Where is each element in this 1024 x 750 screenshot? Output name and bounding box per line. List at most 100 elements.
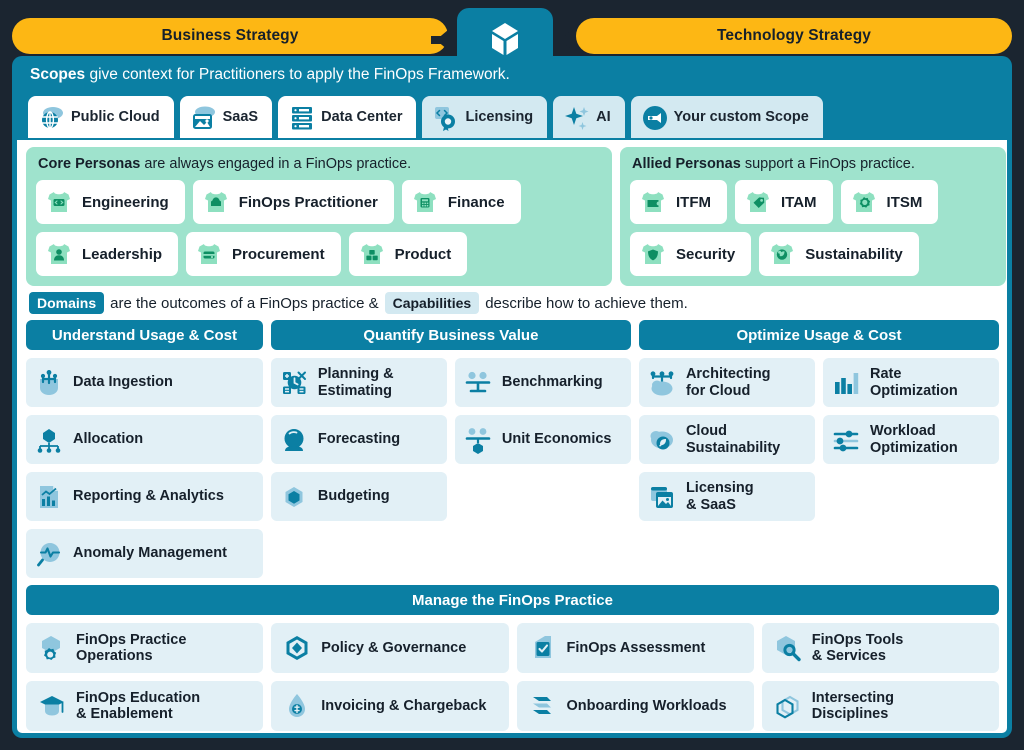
capability-label: Unit Economics (501, 431, 612, 448)
scopes-panel: Scopes give context for Practitioners to… (12, 56, 1012, 140)
capability-rate-optimization[interactable]: Rate Optimization (822, 358, 999, 407)
persona-itfm[interactable]: ITFM (630, 180, 727, 224)
scope-tab-label: Data Center (321, 109, 403, 125)
capability-finops-tools-services[interactable]: FinOps Tools & Services (761, 623, 999, 673)
persona-label: ITSM (886, 193, 923, 211)
capability-label: Planning & Estimating (317, 366, 394, 399)
capability-label: FinOps Practice Operations (76, 631, 187, 664)
policy-governance-icon (283, 634, 311, 662)
domain-title: Optimize Usage & Cost (638, 320, 999, 350)
capability-budgeting[interactable]: Budgeting (270, 472, 447, 521)
tshirt-leaf-icon (768, 240, 796, 268)
capability-label: Onboarding Workloads (566, 697, 727, 714)
anomaly-management-icon (35, 540, 63, 568)
tshirt-tag-icon (744, 188, 772, 216)
persona-label: Security (676, 245, 736, 263)
capability-finops-assessment[interactable]: FinOps Assessment (516, 623, 754, 673)
scopes-caption: Scopes give context for Practitioners to… (30, 66, 510, 84)
capability-label: Policy & Governance (321, 639, 467, 656)
architecting-cloud-icon (648, 369, 676, 397)
core-personas-caption: Core Personas are always engaged in a Fi… (38, 156, 600, 172)
capability-label: FinOps Assessment (566, 639, 706, 656)
capability-finops-education-enablement[interactable]: FinOps Education & Enablement (26, 681, 264, 731)
capability-finops-practice-operations[interactable]: FinOps Practice Operations (26, 623, 264, 673)
core-personas-caption-rest: are always engaged in a FinOps practice. (140, 156, 412, 172)
persona-finance[interactable]: Finance (401, 180, 521, 224)
tshirt-calculator-icon (411, 188, 439, 216)
capability-label: FinOps Education & Enablement (76, 689, 201, 722)
capability-label: Cloud Sustainability (685, 423, 781, 456)
allied-personas-list: ITFM ITAM ITSM Security Sustainability (630, 180, 996, 276)
persona-engineering[interactable]: Engineering (36, 180, 185, 224)
persona-sustainability[interactable]: Sustainability (759, 232, 919, 276)
persona-security[interactable]: Security (630, 232, 752, 276)
manage-practice-section: Manage the FinOps Practice FinOps Practi… (26, 585, 999, 731)
capability-invoicing-chargeback[interactable]: Invoicing & Chargeback (271, 681, 509, 731)
benchmarking-icon (464, 369, 492, 397)
capability-label: Architecting for Cloud (685, 366, 771, 399)
scope-tab-data-center[interactable]: Data Center (278, 96, 417, 138)
persona-finops-practitioner[interactable]: FinOps Practitioner (192, 180, 394, 224)
allied-personas-caption-rest: support a FinOps practice. (740, 156, 915, 172)
capability-label: Intersecting Disciplines (811, 689, 894, 722)
capability-onboarding-workloads[interactable]: Onboarding Workloads (516, 681, 754, 731)
framework-body: Core Personas are always engaged in a Fi… (12, 140, 1012, 738)
persona-label: Engineering (82, 193, 169, 211)
capability-cloud-sustainability[interactable]: Cloud Sustainability (638, 415, 815, 464)
intersecting-disciplines-icon (774, 692, 802, 720)
onboarding-workloads-icon (529, 692, 557, 720)
technology-strategy-label: Technology Strategy (716, 27, 872, 44)
scope-tab-ai[interactable]: AI (553, 96, 625, 138)
allied-personas-caption: Allied Personas support a FinOps practic… (632, 156, 994, 172)
scope-tab-saas[interactable]: SaaS (179, 96, 273, 138)
cloud-image-icon (190, 104, 216, 130)
technology-strategy-banner: Technology Strategy (576, 18, 1012, 54)
tshirt-shield-icon (639, 240, 667, 268)
capability-intersecting-disciplines[interactable]: Intersecting Disciplines (761, 681, 999, 731)
capability-label: Rate Optimization (869, 366, 958, 399)
capability-anomaly-management[interactable]: Anomaly Management (26, 529, 263, 578)
core-personas-caption-bold: Core Personas (38, 156, 141, 172)
capability-allocation[interactable]: Allocation (26, 415, 263, 464)
persona-label: ITFM (676, 193, 711, 211)
scope-tab-your-custom-scope[interactable]: Your custom Scope (630, 96, 823, 138)
planning-estimating-icon (280, 369, 308, 397)
double-arrow-left-icon (431, 30, 469, 50)
persona-procurement[interactable]: Procurement (186, 232, 341, 276)
strategy-banner-row: Business Strategy Technology Strategy (0, 8, 1024, 70)
capability-label: Data Ingestion (73, 374, 173, 391)
capability-workload-optimization[interactable]: Workload Optimization (822, 415, 999, 464)
data-ingestion-icon (35, 369, 63, 397)
capability-data-ingestion[interactable]: Data Ingestion (26, 358, 263, 407)
persona-product[interactable]: Product (348, 232, 468, 276)
sparkle-icon (563, 104, 589, 130)
code-badge-icon (432, 104, 458, 131)
assessment-icon (529, 634, 557, 662)
manage-row: FinOps Education & Enablement Invoicing &… (26, 681, 999, 731)
capability-unit-economics[interactable]: Unit Economics (454, 415, 631, 464)
persona-itam[interactable]: ITAM (735, 180, 833, 224)
capability-label: Reporting & Analytics (73, 488, 224, 505)
licensing-saas-icon (648, 483, 676, 511)
capability-licensing-saas[interactable]: Licensing & SaaS (638, 472, 815, 521)
scope-tab-public-cloud[interactable]: Public Cloud (28, 96, 174, 138)
capability-planning-estimating[interactable]: Planning & Estimating (270, 358, 447, 407)
persona-itsm[interactable]: ITSM (840, 180, 939, 224)
capability-forecasting[interactable]: Forecasting (270, 415, 447, 464)
capability-policy-governance[interactable]: Policy & Governance (271, 623, 509, 673)
education-enablement-icon (38, 692, 66, 720)
capability-architecting-for-cloud[interactable]: Architecting for Cloud (638, 358, 815, 407)
capability-benchmarking[interactable]: Benchmarking (454, 358, 631, 407)
persona-leadership[interactable]: Leadership (36, 232, 179, 276)
allied-personas-box: Allied Personas support a FinOps practic… (620, 147, 1006, 286)
capability-reporting-analytics[interactable]: Reporting & Analytics (26, 472, 263, 521)
budgeting-icon (280, 483, 308, 511)
scope-tab-licensing[interactable]: Licensing (422, 96, 548, 138)
scope-tab-label: Your custom Scope (673, 109, 809, 125)
